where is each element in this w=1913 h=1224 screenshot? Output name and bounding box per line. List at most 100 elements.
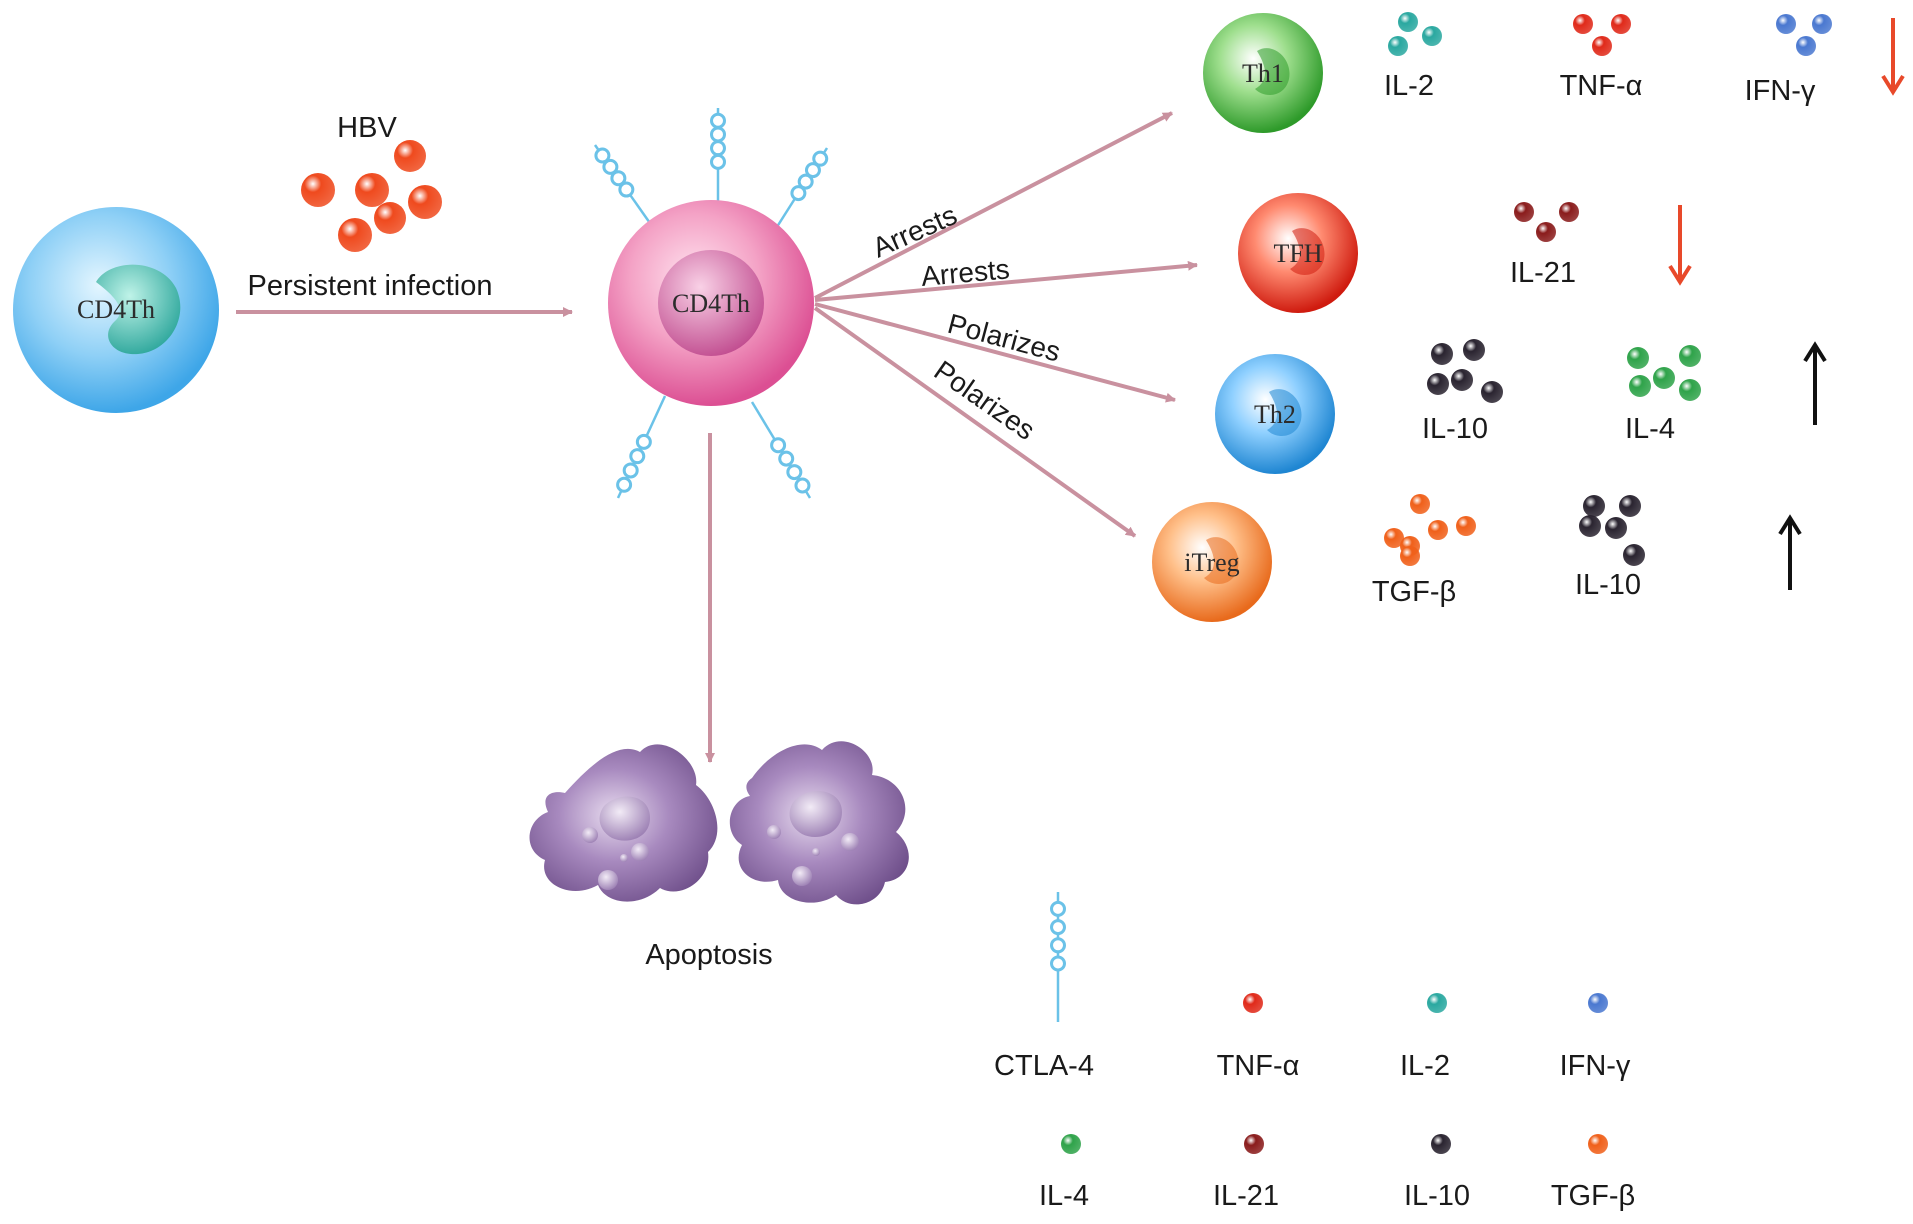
source-cd4th-cell: CD4Th (13, 207, 219, 413)
legend-label: IL-2 (1400, 1050, 1450, 1082)
cytokine-il10-particle (1579, 515, 1601, 537)
cytokine-il10-particle (1605, 517, 1627, 539)
cytokine-il4-particle (1627, 347, 1649, 369)
source-cell-label: CD4Th (77, 295, 155, 324)
cell-label: Th1 (1242, 59, 1284, 88)
activated-cell-label: CD4Th (672, 289, 750, 318)
cell-nucleus (1204, 537, 1239, 584)
legend-swatch-il10 (1431, 1134, 1451, 1154)
cytokine-il10-particle (1427, 373, 1449, 395)
legend-label: IL-10 (1404, 1180, 1470, 1212)
hbv-particle (338, 218, 372, 252)
cytokine-il21-particle (1514, 202, 1534, 222)
apoptosis-label: Apoptosis (645, 939, 772, 971)
cytokine-il10-particle (1623, 544, 1645, 566)
cytokine-il4-particle (1629, 375, 1651, 397)
legend-swatch-ifn (1588, 993, 1608, 1013)
cytokine-il21-particle (1559, 202, 1579, 222)
cytokine-tnf-particle (1573, 14, 1593, 34)
trend-arrows (1668, 18, 1905, 590)
cytokine-il10-particle (1451, 369, 1473, 391)
ctla4-receptor (616, 395, 667, 499)
hbv-particle (394, 140, 426, 172)
trend-down-arrow (1881, 18, 1905, 96)
cell-itreg: iTreg (1152, 502, 1272, 622)
legend-label: TGF-β (1551, 1180, 1635, 1212)
cell-nucleus (1290, 228, 1325, 275)
hbv-label: HBV (337, 112, 397, 144)
cytokine-il10-particle (1583, 495, 1605, 517)
cytokine-ifn-particle (1776, 14, 1796, 34)
persistent-infection-label: Persistent infection (247, 270, 492, 302)
cytokine-il4-particle (1653, 367, 1675, 389)
cytokine-il2-particle (1398, 12, 1418, 32)
branch-action-tfh: Arrests (920, 253, 1011, 292)
cytokine-tgf-particle (1456, 516, 1476, 536)
cytokine-il10-particle (1431, 343, 1453, 365)
trend-down-arrow (1668, 205, 1692, 286)
activated-cd4th-cell: CD4Th (608, 200, 814, 406)
arrow-to-itreg (813, 306, 1137, 538)
legend-swatch-tnf (1243, 993, 1263, 1013)
legend-swatch-tgf (1588, 1134, 1608, 1154)
cytokine-tnf-particle (1611, 14, 1631, 34)
cytokine-il10-particle (1619, 495, 1641, 517)
legend-label: IL-4 (1039, 1180, 1089, 1212)
th2-cytokine-label: IL-10 (1422, 413, 1488, 445)
th1-cytokine-label: IL-2 (1384, 70, 1434, 102)
legend-label: TNF-α (1217, 1050, 1300, 1082)
ctla4-receptor (593, 144, 654, 227)
cytokine-il2-particle (1388, 36, 1408, 56)
legend-label: IFN-γ (1560, 1050, 1631, 1082)
cytokine-tgf-particle (1400, 546, 1420, 566)
ctla4-receptor (710, 108, 726, 206)
ctla4-receptors (593, 108, 829, 499)
cell-nucleus (1267, 389, 1302, 436)
cytokine-ifn-particle (1812, 14, 1832, 34)
hbv-particle (408, 185, 442, 219)
cytokine-il21-particle (1536, 222, 1556, 242)
hbv-particle (374, 202, 406, 234)
th2-cytokine-label: IL-4 (1625, 413, 1675, 445)
cytokine-clusters (1384, 12, 1832, 566)
source-cell-nucleus (96, 264, 181, 355)
ctla4-receptor (773, 147, 829, 231)
tfh-cytokine-label: IL-21 (1510, 257, 1576, 289)
legend-label: IL-21 (1213, 1180, 1279, 1212)
hbv-particle (355, 173, 389, 207)
cytokine-tgf-particle (1410, 494, 1430, 514)
legend-swatch-il21 (1244, 1134, 1264, 1154)
cytokine-tgf-particle (1428, 520, 1448, 540)
legend-swatch-il4 (1061, 1134, 1081, 1154)
cell-th2: Th2 (1215, 354, 1335, 474)
cell-tfh: TFH (1238, 193, 1358, 313)
cytokine-il10-particle (1463, 339, 1485, 361)
cytokine-il2-particle (1422, 26, 1442, 46)
cytokine-il10-particle (1481, 381, 1503, 403)
th1-cytokine-label: TNF-α (1560, 70, 1643, 102)
branch-action-th1: Arrests (868, 199, 962, 263)
arrow-to-th2 (814, 302, 1176, 403)
th1-cytokine-label: IFN-γ (1745, 75, 1816, 107)
legend-swatch-il2 (1427, 993, 1447, 1013)
itreg-cytokine-label: IL-10 (1575, 569, 1641, 601)
legend-ctla4-symbol (1050, 892, 1066, 1022)
arrow-to-th1 (814, 111, 1173, 300)
cell-th1: Th1 (1203, 13, 1323, 133)
trend-up-arrow (1803, 341, 1827, 425)
apoptotic-cell-right (729, 741, 909, 905)
activated-cell-nucleus (658, 250, 764, 356)
trend-up-arrow (1778, 514, 1802, 590)
ctla4-receptor (750, 401, 812, 499)
legend-label: CTLA-4 (994, 1050, 1094, 1082)
branch-action-th2: Polarizes (944, 308, 1063, 368)
itreg-cytokine-label: TGF-β (1372, 576, 1456, 608)
cytokine-ifn-particle (1796, 36, 1816, 56)
apoptotic-cell-left (529, 744, 718, 902)
hbv-particles (301, 140, 442, 252)
cytokine-il4-particle (1679, 345, 1701, 367)
hbv-particle (301, 173, 335, 207)
cytokine-tgf-particle (1384, 528, 1404, 548)
